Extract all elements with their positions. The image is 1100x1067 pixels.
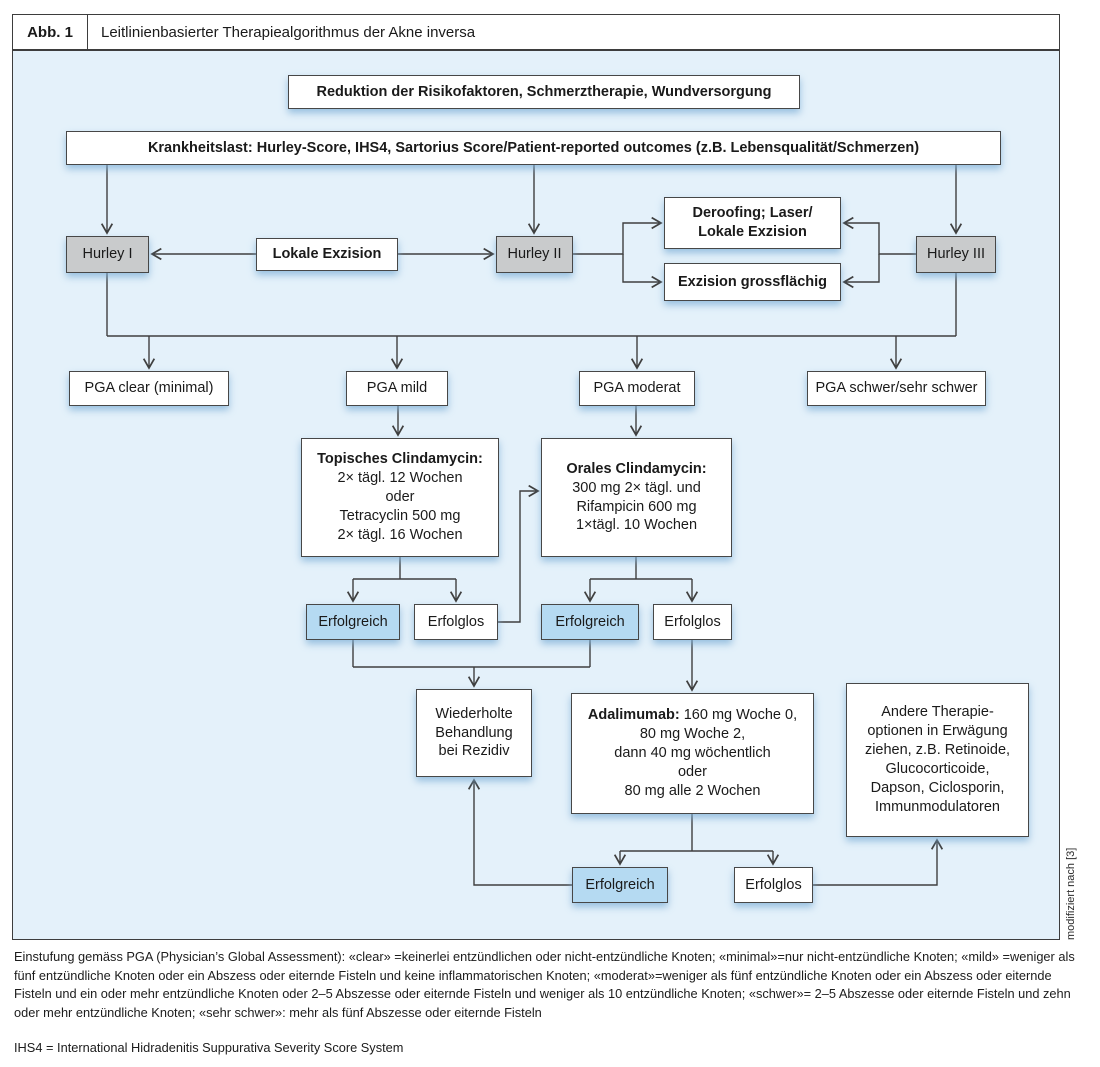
disease-burden-box: Krankheitslast: Hurley-Score, IHS4, Sart…: [66, 131, 1001, 165]
adalimumab-line-2: 80 mg Woche 2,: [639, 726, 746, 743]
pga-mild-box: PGA mild: [346, 371, 448, 406]
local-excision-box: Lokale Exzision: [256, 238, 398, 271]
other-therapy-line-3: ziehen, z.B. Retinoide,: [864, 742, 1011, 759]
hurley-3-box: Hurley III: [916, 236, 996, 273]
other-therapy-line-4: Glucocorticoide,: [885, 761, 990, 777]
adalimumab-line-3: dann 40 mg wöchentlich: [614, 745, 771, 761]
deroofing-line-2: Lokale Exzision: [698, 224, 807, 240]
repeat-treatment-box: Wiederholte Behandlung bei Rezidiv: [416, 689, 532, 777]
adalimumab-box: Adalimumab: 160 mg Woche 0, 80 mg Woche …: [571, 693, 814, 814]
adalimumab-title: Adalimumab:: [587, 707, 680, 724]
figure-title: Leitlinienbasierter Therapiealgorithmus …: [101, 23, 476, 41]
wide-excision-box: Exzision grossflächig: [664, 263, 841, 301]
hurley-1-box: Hurley I: [66, 236, 149, 273]
topical-clindamycin-box: Topisches Clindamycin: 2× tägl. 12 Woche…: [301, 438, 499, 557]
figure-title-bar: Abb. 1 Leitlinienbasierter Therapiealgor…: [12, 14, 1060, 50]
deroofing-box: Deroofing; Laser/ Lokale Exzision: [664, 197, 841, 249]
oral-clindamycin-title: Orales Clindamycin:: [566, 460, 707, 477]
pga-clear-box: PGA clear (minimal): [69, 371, 229, 406]
flowchart-panel: Reduktion der Risikofaktoren, Schmerzthe…: [12, 50, 1060, 940]
topical-line-1: 2× tägl. 12 Wochen: [337, 470, 463, 487]
figure-label: Abb. 1: [13, 15, 88, 49]
repeat-line-2: Behandlung: [435, 724, 513, 741]
successful-box-1: Erfolgreich: [306, 604, 400, 640]
other-therapy-line-6: Immunmodulatoren: [875, 798, 1000, 815]
unsuccessful-box-2: Erfolglos: [653, 604, 732, 640]
topical-line-4: 2× tägl. 16 Wochen: [337, 526, 463, 543]
hurley-2-box: Hurley II: [496, 236, 573, 273]
adalimumab-dose-1: 160 mg Woche 0,: [679, 707, 798, 724]
unsuccessful-box-1: Erfolglos: [414, 604, 498, 640]
topical-line-3: Tetracyclin 500 mg: [339, 507, 461, 524]
successful-box-2: Erfolgreich: [541, 604, 639, 640]
unsuccessful-box-3: Erfolglos: [734, 867, 813, 903]
source-credit: modifiziert nach [3]: [1065, 847, 1077, 940]
ihs4-footnote: IHS4 = International Hidradenitis Suppur…: [14, 1040, 404, 1055]
other-therapy-line-1: Andere Therapie-: [881, 704, 994, 721]
oral-line-3: 1×tägl. 10 Wochen: [575, 517, 698, 534]
risk-reduction-box: Reduktion der Risikofaktoren, Schmerzthe…: [288, 75, 800, 109]
topical-clindamycin-title: Topisches Clindamycin:: [317, 451, 483, 468]
repeat-line-3: bei Rezidiv: [438, 743, 510, 760]
pga-definition-footnote: Einstufung gemäss PGA (Physician’s Globa…: [14, 949, 1075, 1021]
pga-severe-box: PGA schwer/sehr schwer: [807, 371, 986, 406]
topical-line-2: oder: [385, 489, 415, 505]
oral-clindamycin-box: Orales Clindamycin: 300 mg 2× tägl. und …: [541, 438, 732, 557]
adalimumab-line-4: oder: [677, 763, 708, 780]
oral-line-2: Rifampicin 600 mg: [576, 498, 697, 515]
pga-moderate-box: PGA moderat: [579, 371, 695, 406]
successful-box-3: Erfolgreich: [572, 867, 668, 903]
oral-line-1: 300 mg 2× tägl. und: [572, 479, 701, 496]
adalimumab-line-5: 80 mg alle 2 Wochen: [624, 782, 761, 799]
deroofing-line-1: Deroofing; Laser/: [692, 205, 813, 222]
other-therapy-line-2: optionen in Erwägung: [867, 723, 1008, 740]
adalimumab-line-1: Adalimumab: 160 mg Woche 0,: [588, 706, 797, 725]
other-therapy-line-5: Dapson, Ciclosporin,: [870, 779, 1005, 796]
repeat-line-1: Wiederholte: [435, 705, 513, 722]
other-therapy-options-box: Andere Therapie- optionen in Erwägung zi…: [846, 683, 1029, 837]
